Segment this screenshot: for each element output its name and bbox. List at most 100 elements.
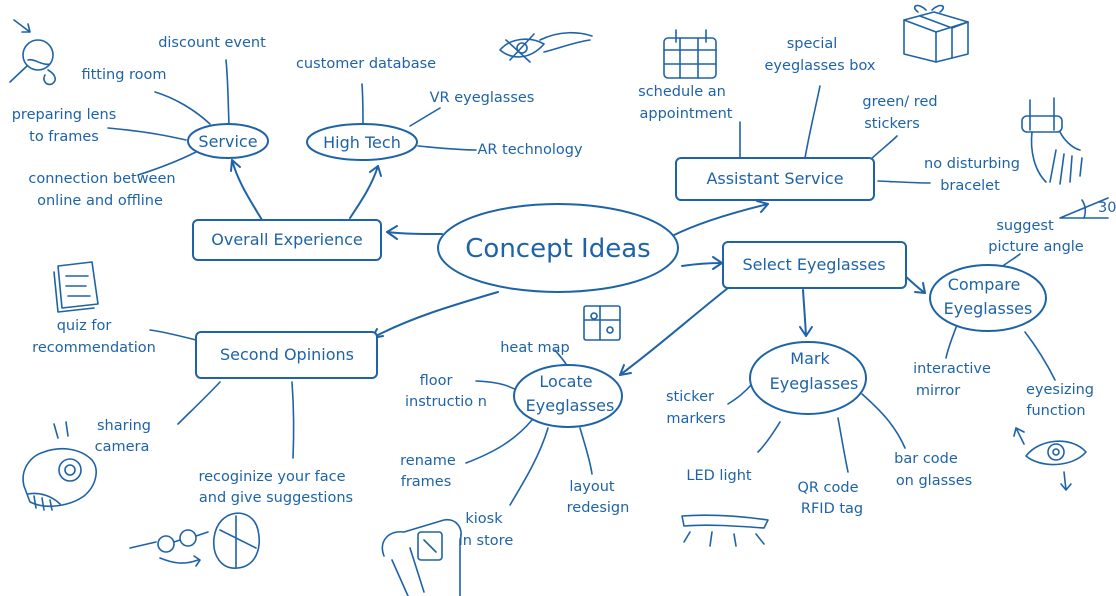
leaf-eyesizing-1: eyesizing — [1026, 382, 1094, 398]
second-opinions-label: Second Opinions — [220, 345, 354, 364]
leaf-sticker-markers-2: markers — [666, 411, 725, 427]
overall-experience-label: Overall Experience — [211, 230, 363, 249]
leaf-sticker-markers-1: sticker — [666, 389, 714, 405]
connector-select-locate — [619, 287, 729, 376]
mark-eyeglasses-ellipse — [749, 341, 867, 415]
leaf-fitting-room: fitting room — [81, 67, 166, 83]
leaf-quiz-2: recommendation — [32, 340, 156, 356]
connector-special-box — [804, 85, 821, 159]
calendar-icon — [663, 29, 717, 79]
leaf-ar-technology: AR technology — [477, 142, 583, 158]
arrowhead-compare — [914, 282, 926, 294]
arrowhead-mark — [799, 326, 813, 337]
magnifier-icon — [9, 19, 57, 86]
connector-mirror — [945, 324, 958, 359]
assistant-service-label: Assistant Service — [706, 169, 843, 188]
connector-select-mark — [802, 289, 807, 337]
glasses-face-icon — [129, 512, 260, 569]
leaf-eyesizing-2: function — [1026, 403, 1085, 419]
select-eyeglasses-label: Select Eyeglasses — [742, 255, 885, 274]
compare-label-line1: Compare — [948, 275, 1021, 294]
connector-overall-hightech — [349, 165, 379, 219]
center-ellipse — [437, 203, 679, 293]
wrist-bracelet-icon — [1021, 97, 1083, 185]
leaf-discount-event: discount event — [158, 35, 266, 51]
leaf-quiz-1: quiz for — [57, 318, 112, 334]
leaf-mirror-2: mirror — [916, 383, 960, 399]
node-service[interactable]: Service — [187, 123, 269, 159]
connector-recognize — [291, 381, 295, 459]
select-eyeglasses-box — [722, 241, 907, 289]
connectors — [107, 59, 1056, 506]
arrowhead-service — [230, 159, 241, 172]
connector-floor — [475, 380, 521, 393]
leaf-picture-angle-2: picture angle — [988, 239, 1084, 255]
angle-label: 30 — [1098, 200, 1116, 216]
locate-label-line2: Eyeglasses — [526, 396, 615, 415]
node-select-eyeglasses[interactable]: Select Eyeglasses — [722, 241, 907, 289]
eye-vr-icon — [499, 31, 593, 63]
leaf-connection-2: online and offline — [37, 193, 163, 209]
assistant-service-box — [675, 157, 875, 201]
connector-led — [757, 421, 781, 453]
node-second-opinions[interactable]: Second Opinions — [195, 331, 378, 379]
connector-overall-service — [231, 159, 263, 221]
node-overall-experience[interactable]: Overall Experience — [192, 219, 382, 261]
node-mark-eyeglasses[interactable]: Mark Eyeglasses — [749, 341, 867, 415]
connector-sharing-camera — [177, 381, 221, 425]
leaf-heat-map: heat map — [500, 340, 570, 356]
leaf-special-box-1: special — [787, 36, 838, 52]
mark-label-line2: Eyeglasses — [770, 374, 859, 393]
store-map-icon — [583, 305, 621, 341]
leaf-recognize-1: recoginize your face — [198, 469, 345, 485]
connector-preparing — [107, 127, 187, 141]
node-high-tech[interactable]: High Tech — [306, 123, 418, 161]
leaf-stickers-1: green/ red — [862, 94, 937, 110]
leaf-sharing-camera-2: camera — [95, 439, 150, 455]
service-ellipse — [187, 123, 269, 159]
leaf-kiosk-1: kiosk — [465, 511, 503, 527]
locate-label-line1: Locate — [539, 372, 592, 391]
connector-center-assistant — [671, 203, 769, 237]
node-compare-eyeglasses[interactable]: Compare Eyeglasses — [929, 264, 1047, 332]
connector-ar — [417, 145, 477, 151]
high-tech-label: High Tech — [323, 133, 401, 152]
leaf-customer-database: customer database — [296, 56, 436, 72]
led-light-icon — [681, 514, 769, 547]
mark-label-line1: Mark — [790, 349, 830, 368]
connector-qr — [837, 417, 849, 473]
compare-label-line2: Eyeglasses — [944, 299, 1033, 318]
node-locate-eyeglasses[interactable]: Locate Eyeglasses — [513, 364, 623, 428]
arrowhead-select — [712, 256, 723, 270]
connector-discount — [225, 59, 230, 126]
overall-experience-box — [192, 219, 382, 261]
connector-fitting — [154, 91, 211, 125]
leaf-layout-1: layout — [569, 479, 615, 495]
leaf-sharing-camera-1: sharing — [97, 418, 151, 434]
center-label: Concept Ideas — [465, 234, 650, 264]
leaf-kiosk-2: in store — [459, 533, 514, 549]
leaf-floor-2: instructio n — [405, 394, 487, 410]
camera-icon — [22, 421, 97, 511]
arrowhead-overall — [386, 225, 398, 240]
leaf-led-light: LED light — [686, 468, 751, 484]
angle-icon: 30 — [1059, 197, 1116, 219]
leaf-bracelet-1: no disturbing — [924, 156, 1020, 172]
leaf-qr-code-2: RFID tag — [801, 501, 863, 517]
leaf-rename-1: rename — [400, 453, 456, 469]
node-assistant-service[interactable]: Assistant Service — [675, 157, 875, 201]
locate-eyeglasses-ellipse — [513, 364, 623, 428]
leaf-bar-code-1: bar code — [894, 451, 958, 467]
leaf-rename-2: frames — [401, 474, 452, 490]
service-label: Service — [198, 132, 257, 151]
connector-bracelet — [877, 180, 931, 184]
connector-rename — [465, 419, 533, 464]
center-node[interactable]: Concept Ideas — [437, 203, 679, 293]
leaf-vr-eyeglasses: VR eyeglasses — [430, 90, 535, 106]
connector-kiosk — [509, 427, 549, 506]
arrowhead-locate — [619, 364, 632, 376]
connector-center-second — [371, 291, 499, 339]
connector-heatmap — [554, 349, 567, 365]
leaf-mirror-1: interactive — [913, 361, 991, 377]
